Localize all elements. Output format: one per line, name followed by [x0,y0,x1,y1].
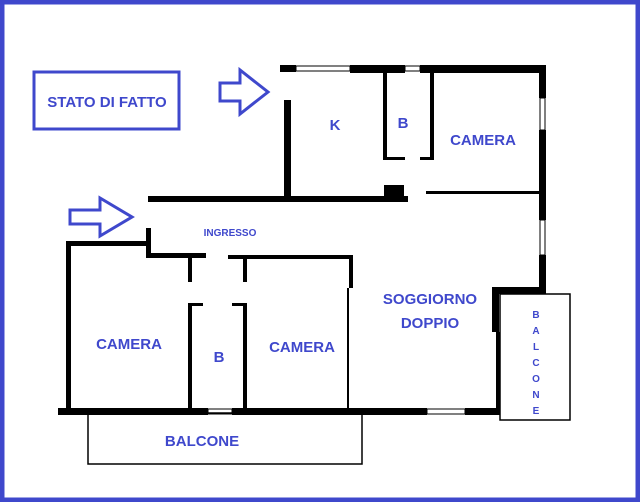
title-label: STATO DI FATTO [47,94,167,111]
entrance-arrow-icon [68,195,135,239]
balcone-letter: B [532,310,539,321]
room-label-kitchen: K [330,117,341,134]
room-label-bath-center: B [214,349,225,366]
balcone-right [499,293,571,421]
room-label-ingresso: INGRESSO [204,228,257,239]
room-label-camera-center: CAMERA [269,339,335,356]
room-label-balcone-right: B A L C O N E [532,310,540,417]
balcone-letter: L [533,342,539,353]
room-label-soggiorno: SOGGIORNO [383,291,478,308]
balcone-letter: O [532,374,540,385]
balcone-letter: A [532,326,539,337]
balcone-letter: C [532,358,539,369]
room-label-doppio: DOPPIO [401,315,460,332]
balcone-bottom [87,412,363,465]
title-box [32,70,181,131]
room-label-camera-left: CAMERA [96,336,162,353]
room-label-camera-top: CAMERA [450,132,516,149]
balcone-letter: N [532,390,539,401]
room-label-balcone-bottom: BALCONE [165,433,239,450]
entrance-arrow-icon [218,66,271,118]
room-label-bath-top: B [398,115,409,132]
windows [207,65,546,415]
balcone-letter: E [533,406,540,417]
walls [58,65,546,415]
